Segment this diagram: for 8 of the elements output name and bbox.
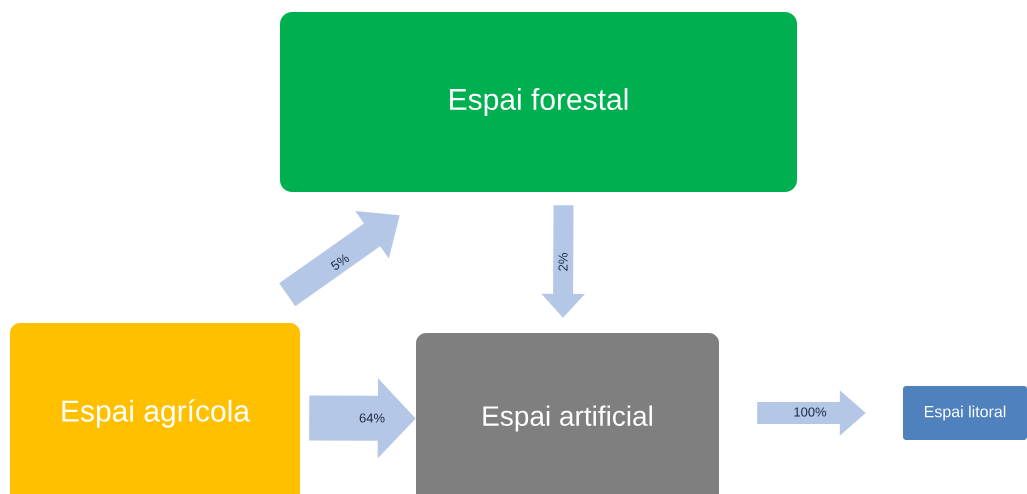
edge-label: 2% bbox=[557, 251, 569, 273]
process-box: Espai artificial bbox=[416, 333, 719, 494]
process-box: Espai forestal bbox=[280, 12, 797, 192]
process-box: Espai litoral bbox=[903, 386, 1027, 440]
edge-label: 100% bbox=[792, 406, 828, 418]
edge-label: 64% bbox=[358, 412, 386, 424]
edge-label: 5% bbox=[328, 251, 352, 273]
process-box: Espai agrícola bbox=[10, 323, 300, 494]
